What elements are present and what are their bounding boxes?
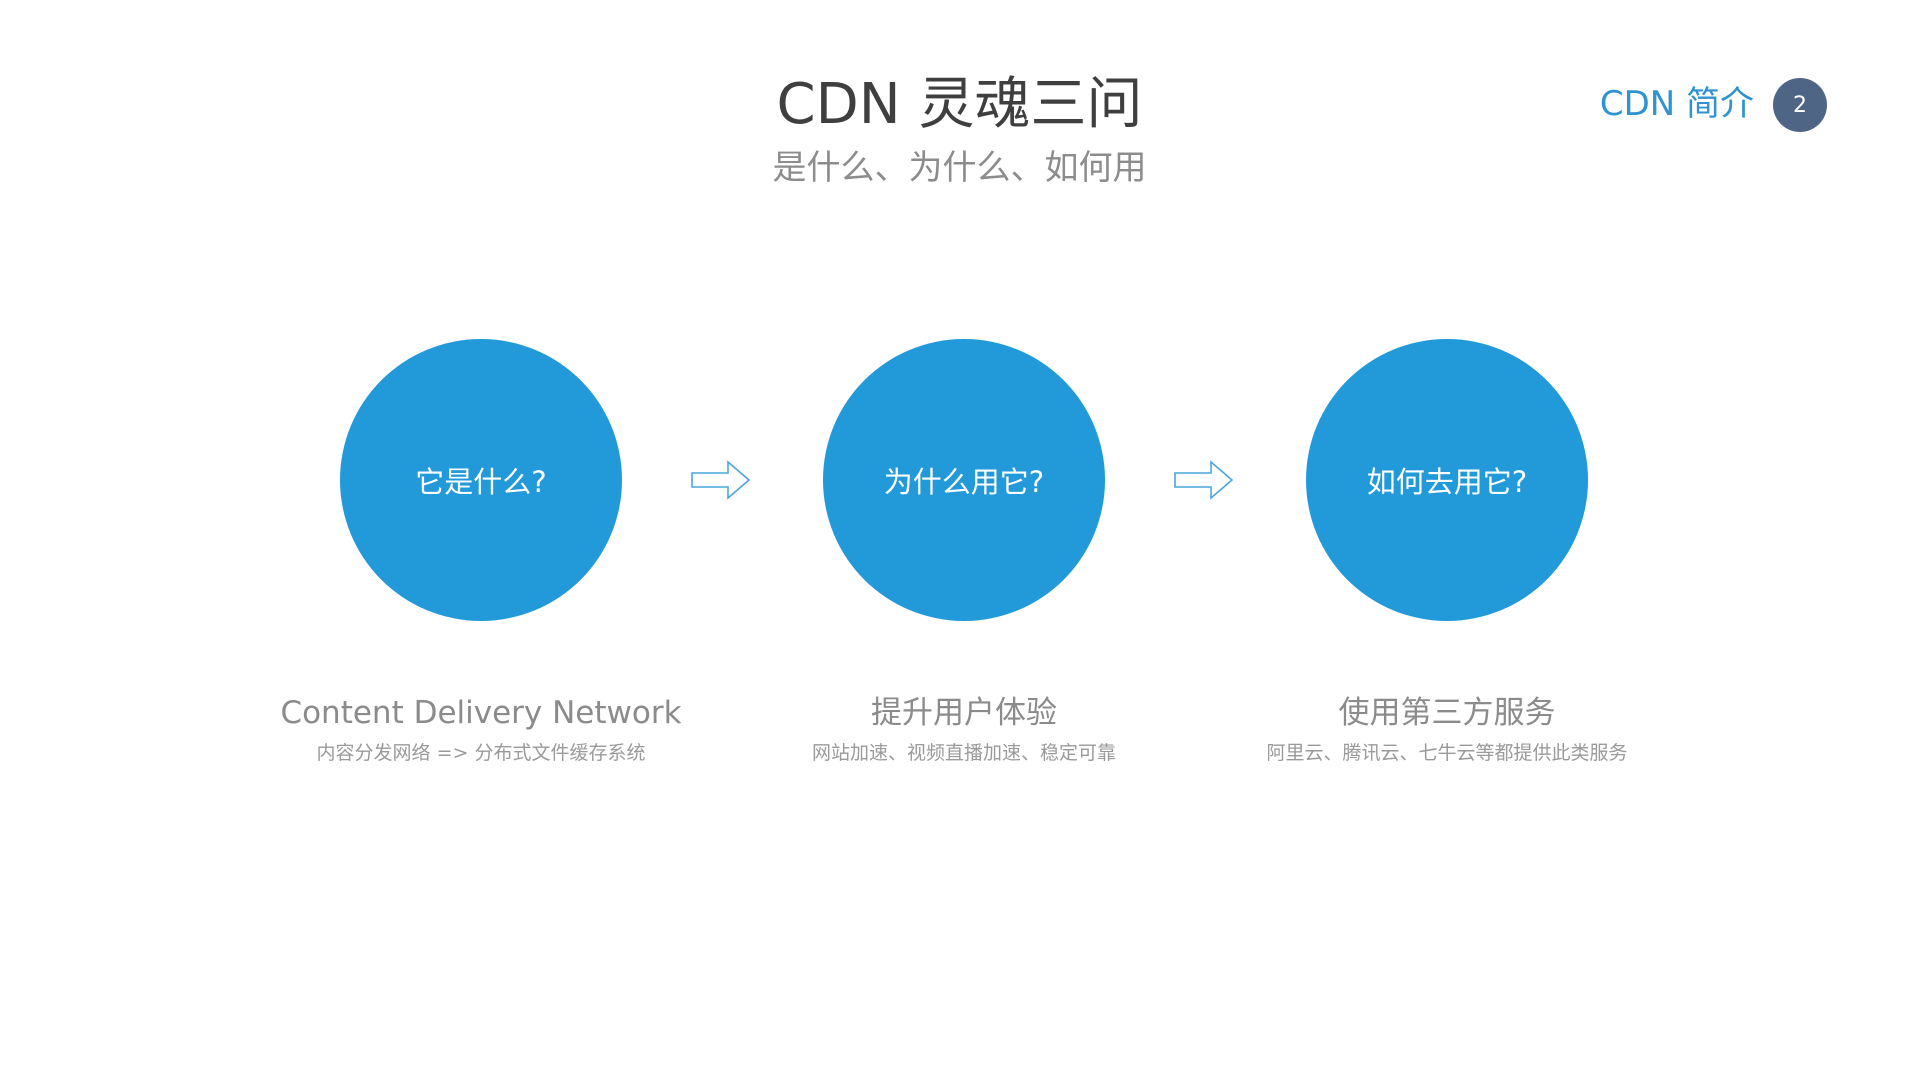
caption-what: Content Delivery Network 内容分发网络 => 分布式文件… xyxy=(201,692,761,768)
caption-how: 使用第三方服务 阿里云、腾讯云、七牛云等都提供此类服务 xyxy=(1167,692,1727,768)
right-arrow-icon xyxy=(691,460,751,500)
slide-subtitle: 是什么、为什么、如何用 xyxy=(772,148,1147,188)
question-circle-how: 如何去用它? xyxy=(1306,339,1588,621)
caption-detail: 内容分发网络 => 分布式文件缓存系统 xyxy=(316,742,646,764)
question-text: 为什么用它? xyxy=(883,465,1045,499)
right-arrow-icon xyxy=(1174,460,1234,500)
question-text: 如何去用它? xyxy=(1366,465,1528,499)
caption-heading: Content Delivery Network xyxy=(280,695,682,731)
caption-detail: 阿里云、腾讯云、七牛云等都提供此类服务 xyxy=(1266,742,1628,764)
slide-title: CDN 灵魂三问 xyxy=(776,72,1143,137)
question-text: 它是什么? xyxy=(415,465,547,499)
caption-why: 提升用户体验 网站加速、视频直播加速、稳定可靠 xyxy=(684,692,1244,768)
caption-heading: 使用第三方服务 xyxy=(1338,695,1556,731)
caption-heading: 提升用户体验 xyxy=(871,695,1057,731)
caption-detail: 网站加速、视频直播加速、稳定可靠 xyxy=(811,742,1116,764)
question-circle-what: 它是什么? xyxy=(340,339,622,621)
question-circle-why: 为什么用它? xyxy=(823,339,1105,621)
page-number-badge: 2 xyxy=(1773,78,1827,132)
section-label: CDN 简介 xyxy=(1599,84,1754,124)
